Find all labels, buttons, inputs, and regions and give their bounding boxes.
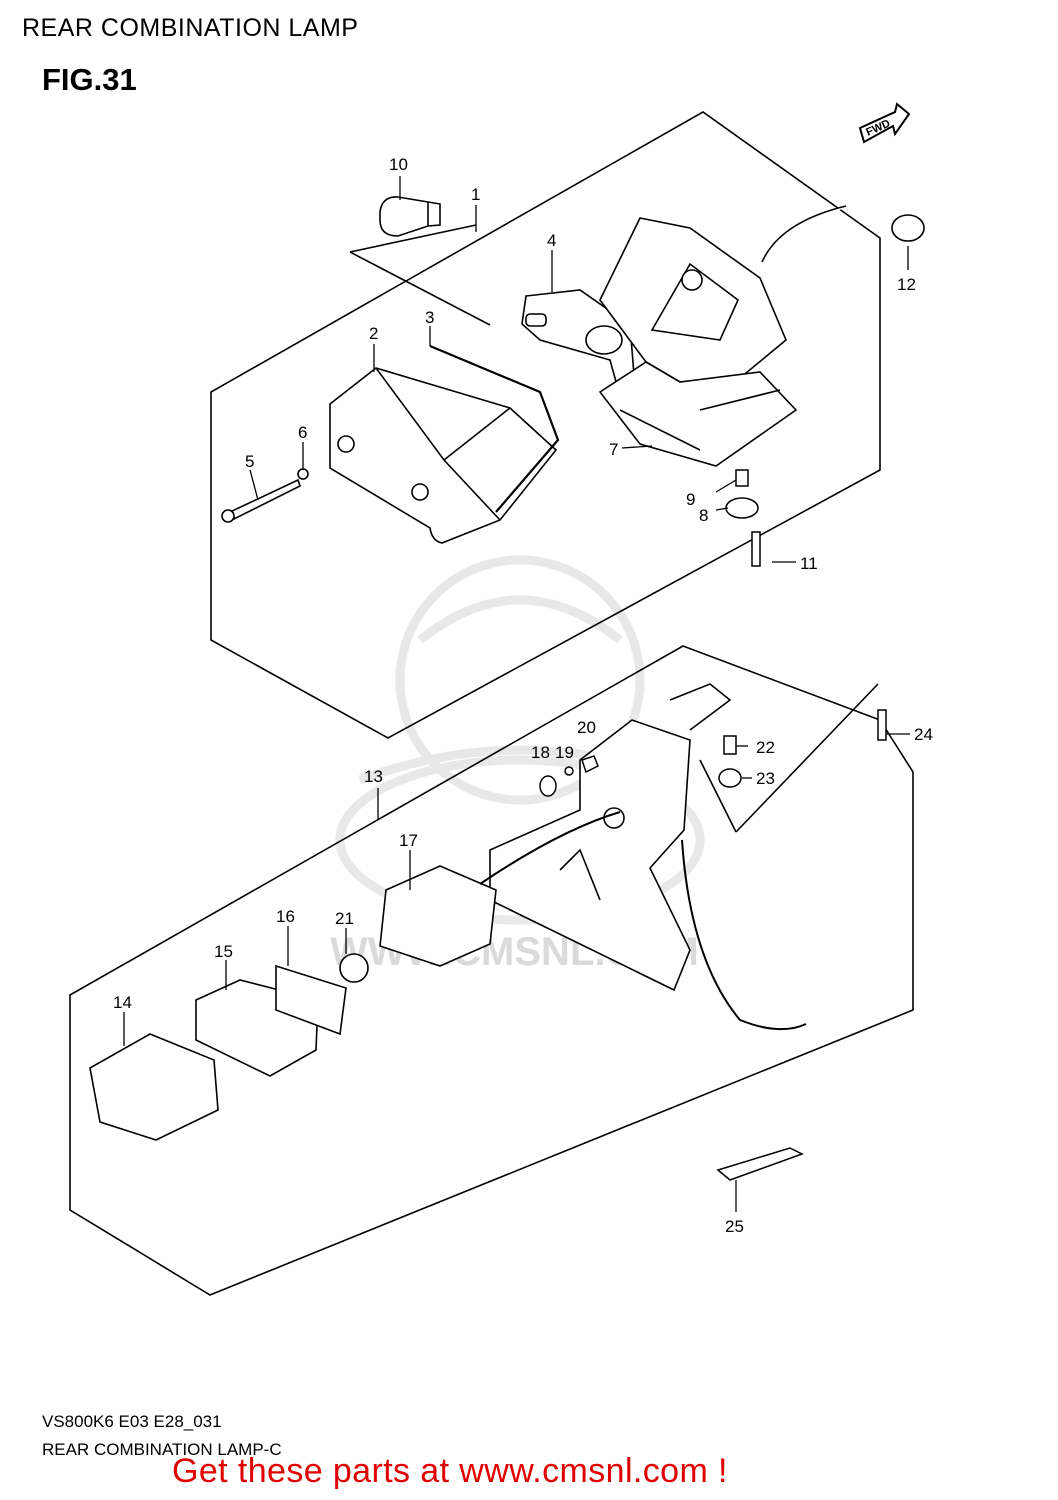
bulb-part bbox=[379, 196, 441, 237]
callout-7: 7 bbox=[609, 440, 618, 459]
callout-6: 6 bbox=[298, 423, 307, 442]
lower-gasket-part bbox=[275, 964, 347, 1036]
callout-3: 3 bbox=[425, 308, 434, 327]
callout-5: 5 bbox=[245, 452, 254, 471]
nut-part bbox=[581, 755, 599, 774]
washer-part bbox=[297, 468, 309, 480]
callout-21: 21 bbox=[335, 909, 354, 928]
cushion-grommet-part bbox=[718, 768, 742, 788]
rubber-grommet-part bbox=[891, 214, 925, 242]
fwd-arrow-icon: FWD bbox=[858, 102, 911, 144]
leader-lines bbox=[123, 176, 910, 1212]
model-code: VS800K6 E03 E28_031 bbox=[42, 1412, 222, 1431]
callout-18: 18 bbox=[531, 743, 550, 762]
collar-part bbox=[735, 469, 749, 487]
callout-20: 20 bbox=[577, 718, 596, 737]
callout-11: 11 bbox=[800, 554, 818, 573]
upper-assembly-frame bbox=[210, 111, 881, 739]
spacer-part bbox=[723, 735, 737, 755]
callout-10: 10 bbox=[389, 155, 408, 174]
callout-13: 13 bbox=[364, 767, 383, 786]
grommet-part bbox=[725, 497, 759, 519]
callout-4: 4 bbox=[547, 231, 556, 250]
lamp-housing-part bbox=[599, 205, 847, 383]
small-washer-part bbox=[564, 766, 574, 776]
lamp-base-part bbox=[598, 361, 798, 467]
bolt-part bbox=[751, 531, 761, 567]
lower-bulb-part bbox=[339, 953, 369, 983]
callout-15: 15 bbox=[214, 942, 233, 961]
callout-8: 8 bbox=[699, 506, 708, 525]
lower-bolt-part bbox=[877, 709, 887, 741]
callout-14: 14 bbox=[113, 993, 132, 1012]
wire-part bbox=[479, 811, 807, 1031]
screw-part bbox=[221, 478, 301, 523]
callout-17: 17 bbox=[399, 831, 418, 850]
fwd-label: FWD bbox=[864, 118, 892, 139]
callout-16: 16 bbox=[276, 907, 295, 926]
socket-part bbox=[379, 865, 497, 967]
figure-caption: REAR COMBINATION LAMP-C bbox=[42, 1440, 282, 1459]
callout-25: 25 bbox=[725, 1217, 744, 1236]
callout-1: 1 bbox=[471, 185, 480, 204]
watermark-logo bbox=[335, 555, 705, 925]
wire-clamp-part bbox=[716, 1147, 804, 1181]
figure-number: FIG.31 bbox=[42, 62, 137, 97]
callout-12: 12 bbox=[897, 275, 916, 294]
tail-lens-part bbox=[329, 367, 558, 544]
callout-23: 23 bbox=[756, 769, 775, 788]
cushion-part bbox=[539, 775, 557, 797]
page-title: REAR COMBINATION LAMP bbox=[22, 14, 359, 42]
gasket-part bbox=[429, 344, 560, 513]
lower-lens-part bbox=[89, 1033, 219, 1141]
lower-assembly-frame bbox=[69, 645, 914, 1296]
shop-link[interactable]: Get these parts at www.cmsnl.com ! bbox=[172, 1452, 728, 1490]
callout-2: 2 bbox=[369, 324, 378, 343]
callout-9: 9 bbox=[686, 490, 695, 509]
callout-24: 24 bbox=[914, 725, 933, 744]
callout-22: 22 bbox=[756, 738, 775, 757]
callout-19: 19 bbox=[555, 743, 574, 762]
